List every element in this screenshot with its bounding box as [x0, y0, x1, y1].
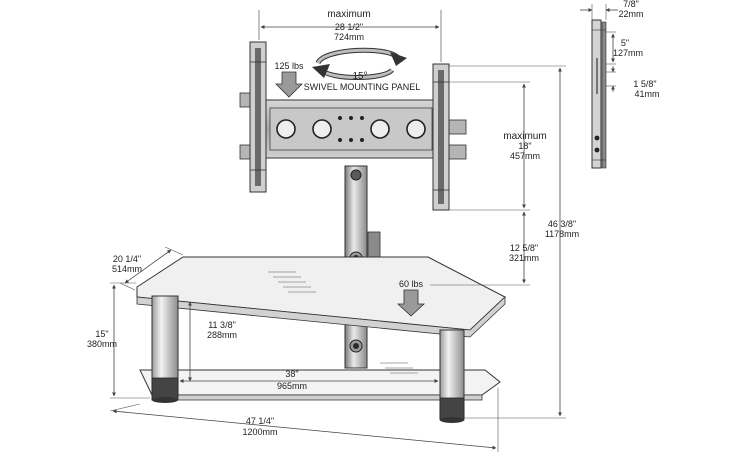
bracket-offset-in: 1 5/8" — [633, 79, 656, 89]
depth-mm: 514mm — [112, 264, 142, 274]
total-width-mm: 1200mm — [242, 427, 277, 437]
total-width-dimension — [109, 388, 499, 452]
panel-width-title: maximum — [327, 9, 370, 20]
bracket-thickness-mm: 22mm — [618, 9, 643, 19]
front-left-leg — [151, 295, 179, 403]
mounting-panel — [239, 41, 467, 211]
shelf-load-label: 60 lbs — [399, 279, 424, 289]
bracket-offset-dimension — [606, 66, 616, 92]
shelf-to-bracket-dimension — [430, 211, 530, 286]
inner-width-mm: 965mm — [277, 381, 307, 391]
panel-load-indicator: 125 lbs — [274, 61, 304, 98]
bracket-offset-mm: 41mm — [634, 89, 659, 99]
total-height-mm: 1178mm — [545, 229, 579, 239]
swivel-arrow — [312, 47, 407, 80]
swivel-degree: 15° — [352, 71, 367, 82]
shelf-height-dimension — [110, 282, 150, 399]
bracket-side-profile — [591, 19, 607, 169]
total-height-in: 46 3/8" — [548, 219, 576, 229]
height-adjust-mm: 457mm — [510, 151, 540, 161]
shelf-height-mm: 380mm — [87, 339, 117, 349]
panel-width-mm: 724mm — [334, 32, 364, 42]
shelf-spacing-mm: 288mm — [207, 330, 237, 340]
bracket-slot-in: 5" — [621, 38, 629, 48]
depth-dimension — [119, 246, 184, 291]
shelf-spacing-in: 11 3/8" — [208, 320, 236, 330]
total-width-in: 47 1/4" — [246, 416, 274, 426]
total-height-dimension — [449, 65, 566, 419]
bracket-slot-mm: 127mm — [613, 48, 643, 58]
shelf-to-bracket-mm: 321mm — [509, 253, 539, 263]
height-adjust-title: maximum — [503, 131, 546, 142]
bracket-thickness-in: 7/8" — [623, 0, 639, 9]
shelf-load-indicator: 60 lbs — [396, 279, 426, 317]
depth-in: 20 1/4" — [113, 254, 141, 264]
panel-load-label: 125 lbs — [274, 61, 304, 71]
bracket-thickness-dimension — [580, 4, 618, 20]
height-adjust-dimension — [449, 81, 530, 211]
shelf-to-bracket-in: 12 5/8" — [510, 243, 538, 253]
inner-width-in: 38" — [285, 369, 298, 379]
panel-width-in: 28 1/2" — [335, 22, 363, 32]
panel-width-dimension — [258, 10, 442, 62]
front-right-leg — [439, 329, 465, 423]
bracket-slot-dimension — [606, 31, 616, 65]
height-adjust-in: 18" — [518, 141, 531, 151]
shelf-height-in: 15" — [95, 329, 108, 339]
swivel-caption: SWIVEL MOUNTING PANEL — [304, 82, 421, 92]
